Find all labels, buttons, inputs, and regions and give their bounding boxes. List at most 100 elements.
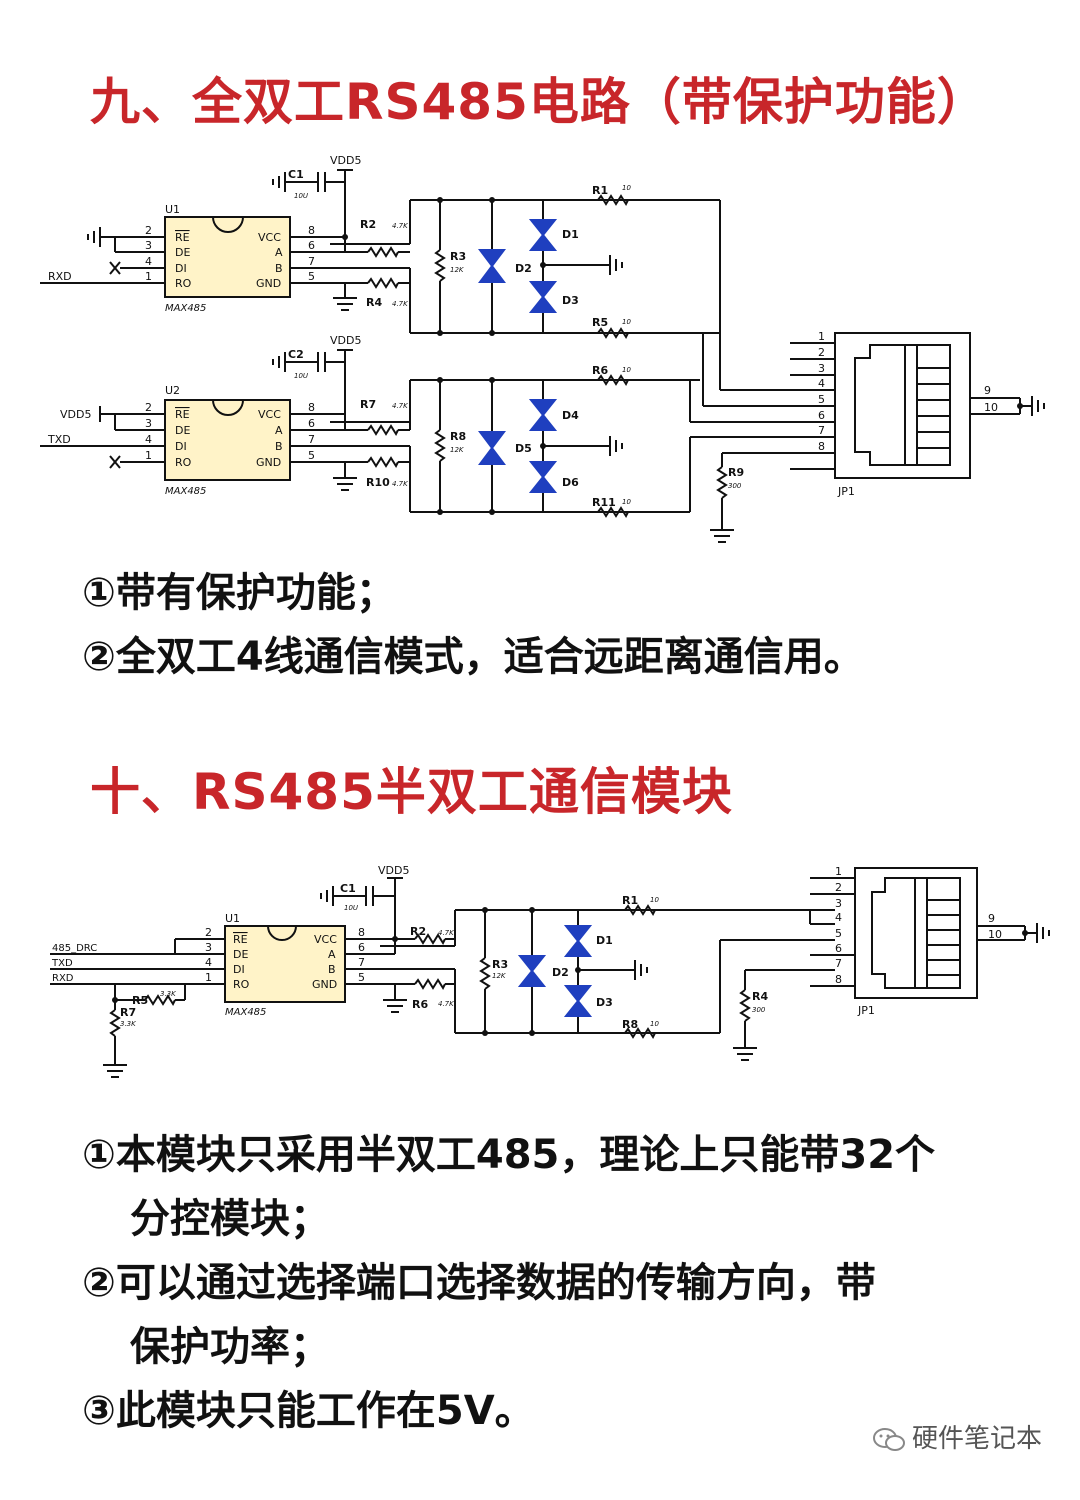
u1-pin-gnd: GND <box>256 277 281 290</box>
u2-pin-num-1: 1 <box>145 449 152 462</box>
r5-label: R5 <box>132 994 148 1007</box>
u1-pin-de: DE <box>175 246 190 259</box>
u1-pin-num-8: 8 <box>358 926 365 939</box>
jp1-pin-10: 10 <box>984 401 998 414</box>
diode-d2 <box>517 955 547 987</box>
u2-pin-a: A <box>275 424 283 437</box>
footer-watermark: 硬件笔记本 <box>872 1418 1042 1455</box>
u1-pin-b: B <box>275 262 283 275</box>
u1-pin-num-4: 4 <box>205 956 212 969</box>
d3-label: D3 <box>562 294 579 307</box>
u1-pin-di: DI <box>175 262 187 275</box>
r3-value: 12K <box>450 266 465 274</box>
r1-label: R1 <box>622 894 638 907</box>
schematic-full-duplex: VDD5 VDD5 C1 10U C2 10U U1 U2 MAX485 MAX… <box>40 154 1045 543</box>
diode-d1 <box>563 925 593 957</box>
diode-d6 <box>528 461 558 493</box>
jp1-pin-2: 2 <box>835 881 842 894</box>
u2-pin-gnd: GND <box>256 456 281 469</box>
r11-value: 10 <box>622 498 631 506</box>
u1-chip <box>164 216 291 298</box>
section9-note-2: ②全双工4线通信模式，适合远距离通信用。 <box>82 634 864 680</box>
r4-value: 4.7K <box>392 300 409 308</box>
u1-pin-re: RE <box>175 231 190 244</box>
u1-pin-num-8: 8 <box>308 224 315 237</box>
r9-label: R9 <box>728 466 744 479</box>
r3-label: R3 <box>492 958 508 971</box>
jp1-label: JP1 <box>857 1004 875 1017</box>
diode-d5 <box>478 431 506 465</box>
d6-label: D6 <box>562 476 579 489</box>
u1-pin-vcc: VCC <box>314 933 337 946</box>
u2-pin-ro: RO <box>175 456 192 469</box>
r1-value: 10 <box>650 896 659 904</box>
txd-label: TXD <box>47 433 71 446</box>
u1-chip <box>224 925 346 1003</box>
u2-pin-de: DE <box>175 424 190 437</box>
r7-label: R7 <box>360 398 376 411</box>
jp1-pin-1: 1 <box>835 865 842 878</box>
u1-chip-name: MAX485 <box>225 1007 266 1018</box>
diode-d2 <box>478 249 506 283</box>
footer-account-name: 硬件笔记本 <box>911 1424 1042 1454</box>
r6-value: 10 <box>622 366 631 374</box>
u1-pin-re: RE <box>233 933 248 946</box>
u1-pin-di: DI <box>233 963 245 976</box>
section10-note-1: ①本模块只采用半双工485，理论上只能带32个 <box>82 1132 936 1178</box>
c1-value: 10U <box>294 192 308 200</box>
u2-pin-b: B <box>275 440 283 453</box>
r3-value: 12K <box>492 972 507 980</box>
jp1-pin-6: 6 <box>818 409 825 422</box>
u1-pin-ro: RO <box>233 978 250 991</box>
u1-pin-num-5: 5 <box>358 971 365 984</box>
u2-pin-num-3: 3 <box>145 417 152 430</box>
u2-pin-di: DI <box>175 440 187 453</box>
u2-chip <box>164 399 291 481</box>
diode-d3 <box>528 281 558 313</box>
jp1-label: JP1 <box>837 485 855 498</box>
section9-title: 九、全双工RS485电路（带保护功能） <box>90 73 988 131</box>
u1-label: U1 <box>165 203 180 216</box>
r5-label: R5 <box>592 316 608 329</box>
d2-label: D2 <box>552 966 569 979</box>
r4-label: R4 <box>366 296 382 309</box>
c2-label: C2 <box>288 348 304 361</box>
vdd5-input-label: VDD5 <box>60 408 91 421</box>
u1-pin-vcc: VCC <box>258 231 281 244</box>
jp1-pin-2: 2 <box>818 346 825 359</box>
r5-value: 3.3K <box>160 990 177 998</box>
u1-pin-num-1: 1 <box>205 971 212 984</box>
jp1-pin-6: 6 <box>835 942 842 955</box>
jp1-pin-4: 4 <box>835 911 842 924</box>
jp1-pin-8: 8 <box>835 973 842 986</box>
c2-value: 10U <box>294 372 308 380</box>
r10-label: R10 <box>366 476 390 489</box>
section10-note-2: ②可以通过选择端口选择数据的传输方向，带 <box>82 1260 876 1306</box>
c1-label: C1 <box>288 168 304 181</box>
u2-label: U2 <box>165 384 180 397</box>
jp1-pin-9: 9 <box>988 912 995 925</box>
diode-d4 <box>528 399 558 431</box>
r11-label: R11 <box>592 496 616 509</box>
u1-pin-num-3: 3 <box>205 941 212 954</box>
u2-pin-num-6: 6 <box>308 417 315 430</box>
u1-pin-num-7: 7 <box>308 255 315 268</box>
u1-pin-num-2: 2 <box>145 224 152 237</box>
jp1-pin-10: 10 <box>988 928 1002 941</box>
u1-label: U1 <box>225 912 240 925</box>
r6-label: R6 <box>592 364 608 377</box>
jp1-connector <box>854 867 978 999</box>
jp1-pin-7: 7 <box>835 957 842 970</box>
drc-label: 485_DRC <box>52 943 97 954</box>
u1-pin-a: A <box>328 948 336 961</box>
schematic-half-duplex: VDD5 C1 10U U1 MAX485 RE DE DI RO VCC A … <box>50 864 1050 1078</box>
r5-value: 10 <box>622 318 631 326</box>
jp1-pin-5: 5 <box>835 927 842 940</box>
u2-pin-num-7: 7 <box>308 433 315 446</box>
jp1-pin-7: 7 <box>818 424 825 437</box>
jp1-pin-4: 4 <box>818 377 825 390</box>
u1-pin-num-4: 4 <box>145 255 152 268</box>
jp1-pin-1: 1 <box>818 330 825 343</box>
u1-pin-b: B <box>328 963 336 976</box>
r4-label: R4 <box>752 990 768 1003</box>
